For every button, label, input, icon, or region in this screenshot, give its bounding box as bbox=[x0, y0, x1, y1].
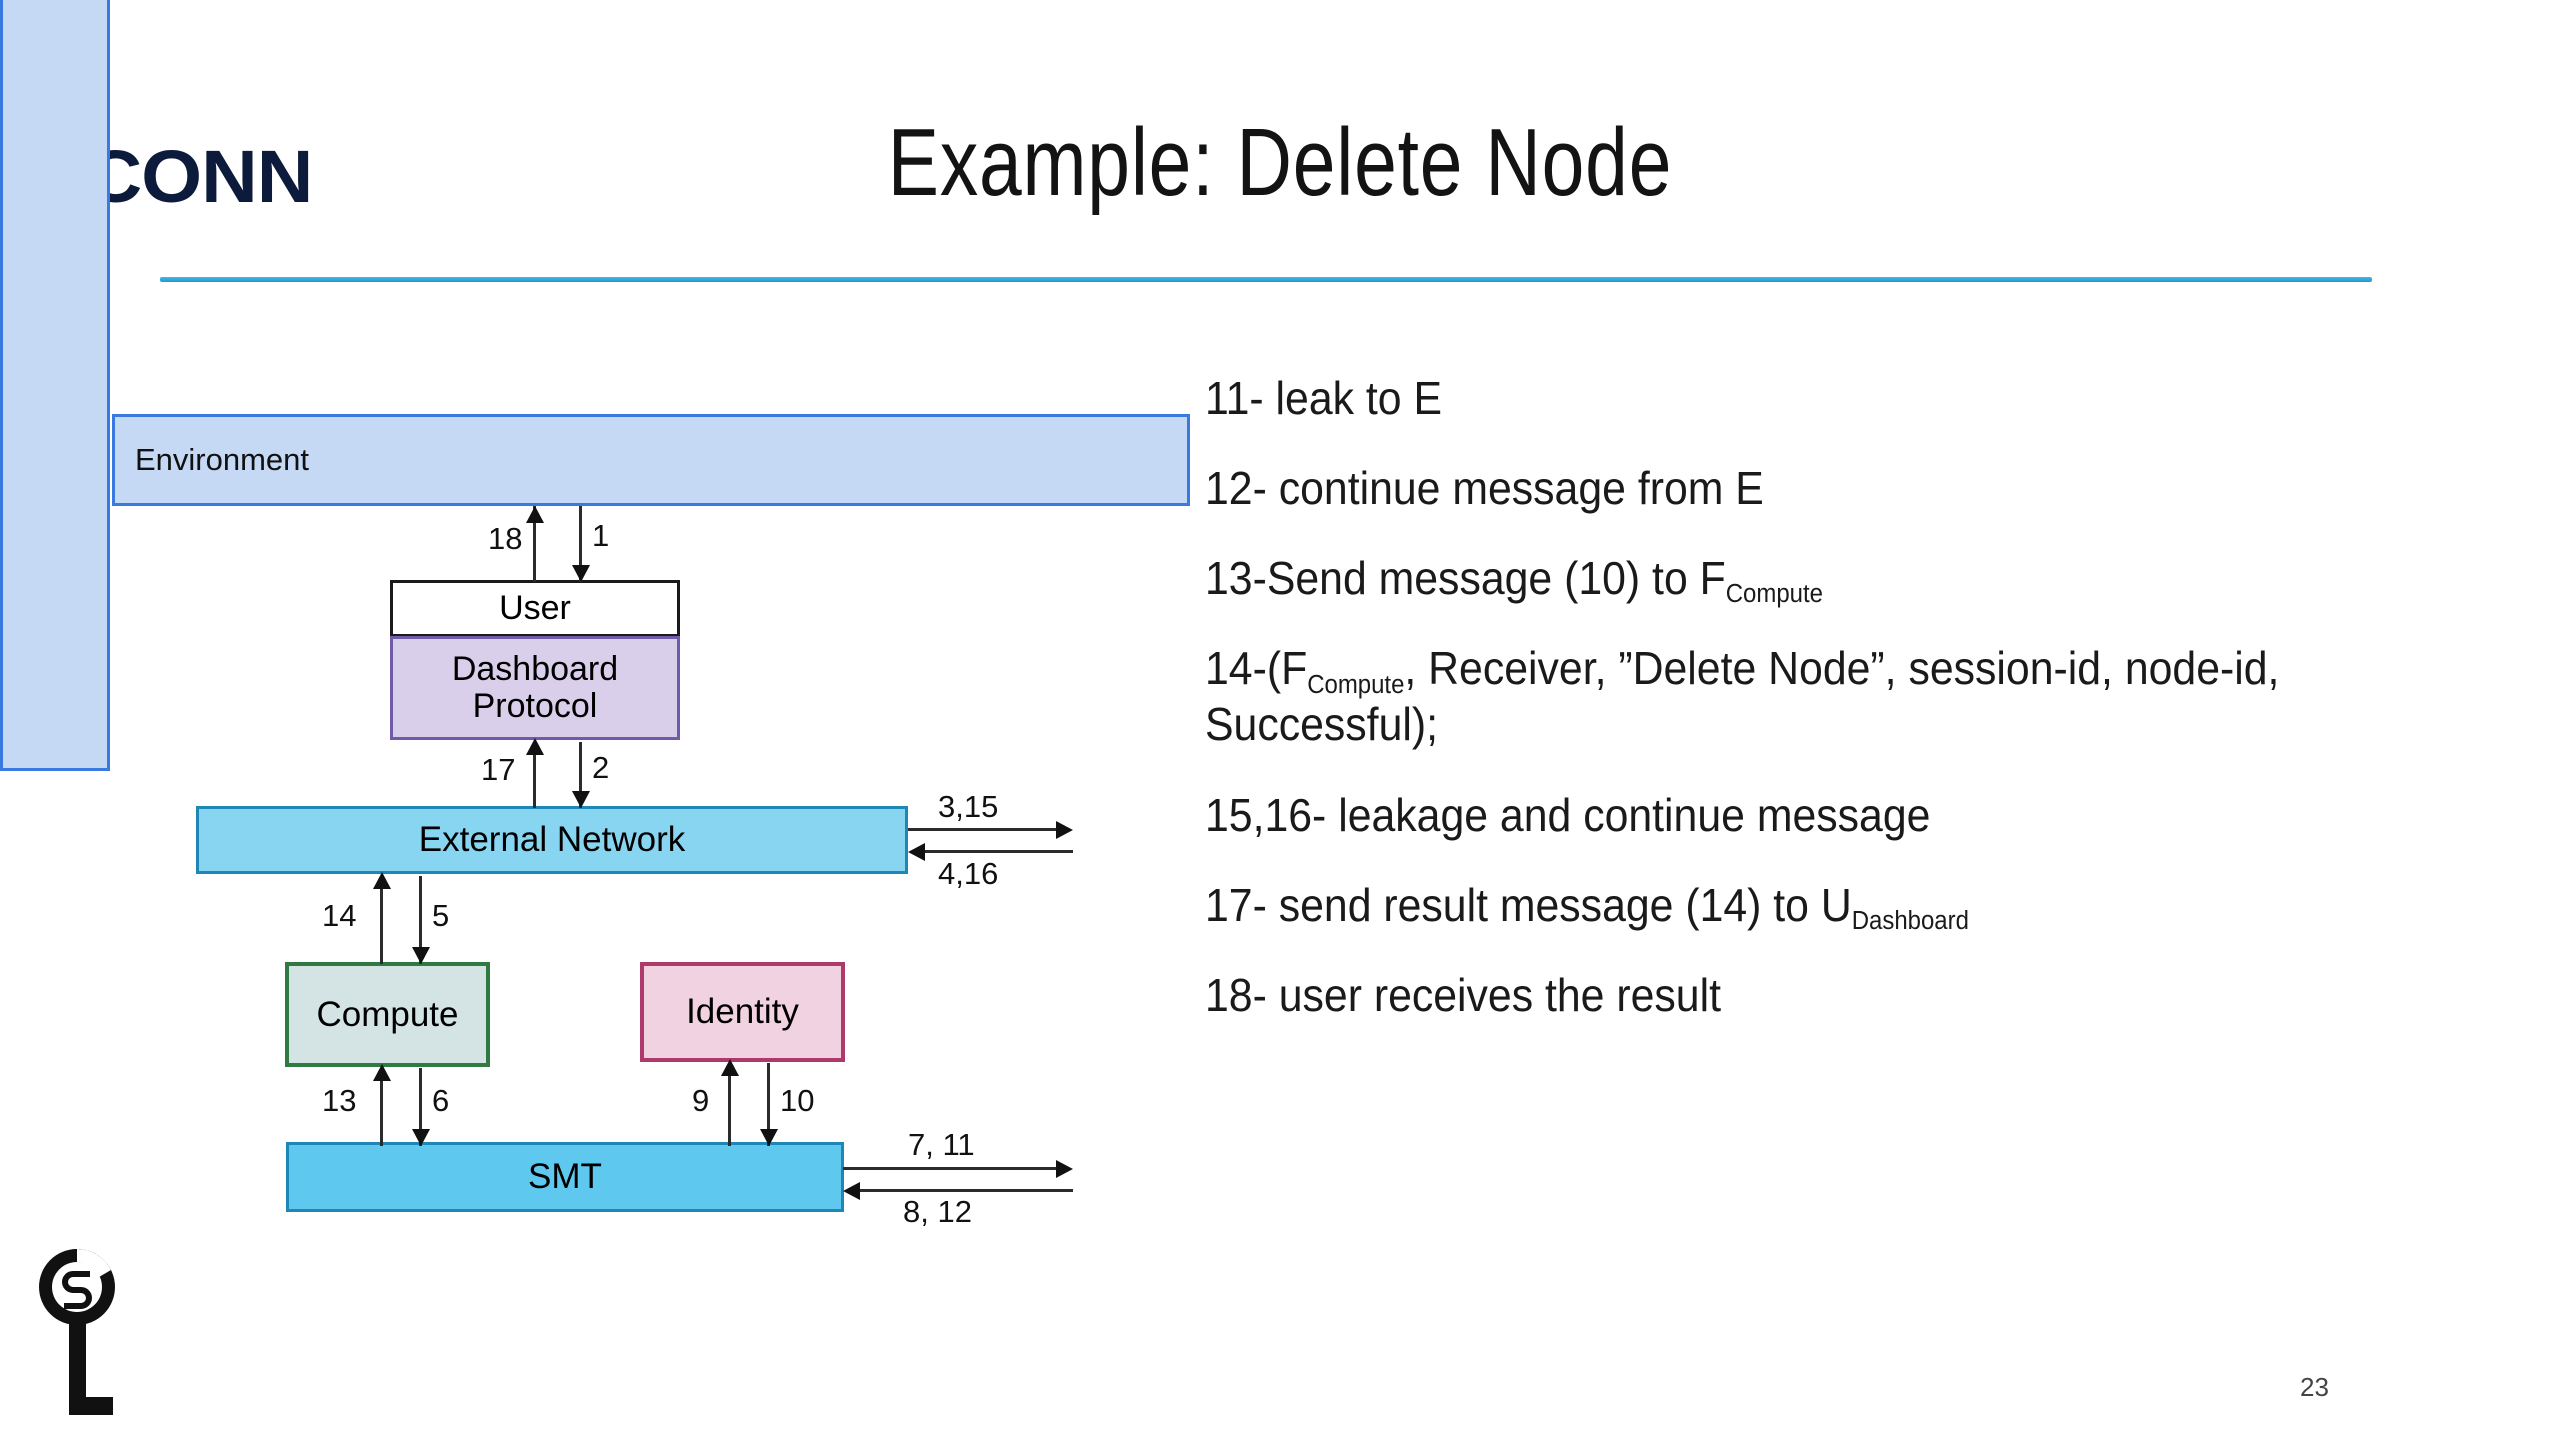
arrow-env-user-down-head bbox=[572, 565, 590, 582]
arrow-label-5: 5 bbox=[432, 898, 450, 933]
step-number: 17- bbox=[1205, 878, 1267, 931]
environment-box: Environment bbox=[112, 414, 1190, 506]
arrow-label-17: 17 bbox=[481, 752, 516, 787]
dashboard-protocol-label: Dashboard Protocol bbox=[451, 650, 619, 725]
arrow-net-compute-down-shaft bbox=[419, 876, 422, 964]
arrow-label-3-15: 3,15 bbox=[938, 789, 999, 824]
list-item: 12- continue message from E bbox=[1205, 460, 2349, 516]
arrow-identity-smt-up-shaft bbox=[728, 1063, 731, 1146]
title-divider bbox=[160, 277, 2372, 282]
step-list: 11- leak to E 12- continue message from … bbox=[1205, 370, 2435, 1057]
arrow-net-env-out-shaft bbox=[908, 828, 1063, 831]
arrow-identity-smt-up-head bbox=[721, 1059, 739, 1076]
step-text: user receives the result bbox=[1266, 968, 1721, 1021]
page-title: Example: Delete Node bbox=[887, 109, 1673, 216]
arrow-net-compute-up-shaft bbox=[380, 876, 383, 964]
list-item: 13-Send message (10) to FCompute bbox=[1205, 550, 2349, 609]
environment-label: Environment bbox=[135, 442, 310, 478]
arrow-label-10: 10 bbox=[780, 1083, 815, 1118]
step-text: leakage and continue message bbox=[1326, 788, 1931, 841]
step-text: Send message (10) to F bbox=[1266, 552, 1726, 605]
arrow-label-6: 6 bbox=[432, 1083, 450, 1118]
arrow-net-env-out-head bbox=[1056, 821, 1073, 839]
identity-label: Identity bbox=[686, 992, 799, 1032]
arrow-compute-smt-up-shaft bbox=[380, 1068, 383, 1146]
arrow-label-13: 13 bbox=[322, 1083, 357, 1118]
list-item: 15,16- leakage and continue message bbox=[1205, 787, 2349, 843]
compute-box: Compute bbox=[285, 962, 490, 1067]
arrow-label-2: 2 bbox=[592, 750, 610, 785]
smt-label: SMT bbox=[528, 1157, 602, 1197]
external-network-box: External Network bbox=[196, 806, 908, 874]
arrow-env-user-up-head bbox=[526, 506, 544, 523]
arrow-label-14: 14 bbox=[322, 898, 357, 933]
arrow-compute-smt-down-shaft bbox=[419, 1068, 422, 1146]
step-subscript: Dashboard bbox=[1851, 906, 1969, 935]
step-number: 14- bbox=[1205, 642, 1267, 695]
step-number: 15,16- bbox=[1205, 788, 1327, 841]
arrow-compute-smt-down-head bbox=[412, 1129, 430, 1146]
arrow-label-18: 18 bbox=[488, 521, 523, 556]
arrow-label-1: 1 bbox=[592, 518, 610, 553]
page-number: 23 bbox=[2300, 1372, 2329, 1402]
arrow-env-user-down-shaft bbox=[579, 506, 582, 582]
step-number: 18- bbox=[1205, 968, 1267, 1021]
arrow-net-compute-down-head bbox=[412, 947, 430, 964]
list-item: 11- leak to E bbox=[1205, 370, 2349, 426]
compute-label: Compute bbox=[316, 994, 459, 1034]
arrow-smt-env-out-shaft bbox=[843, 1167, 1063, 1170]
arrow-identity-smt-down-shaft bbox=[767, 1063, 770, 1146]
external-network-label: External Network bbox=[418, 820, 686, 860]
csl-key-icon bbox=[39, 1249, 115, 1415]
arrow-smt-env-in-shaft bbox=[850, 1189, 1073, 1192]
step-text: leak to E bbox=[1263, 372, 1443, 424]
step-text: (F bbox=[1266, 642, 1308, 695]
step-subscript: Compute bbox=[1307, 670, 1405, 699]
environment-side-bar bbox=[0, 0, 110, 771]
arrow-label-8-12: 8, 12 bbox=[903, 1194, 972, 1229]
step-text-tail: , Receiver, ”Delete Node”, session-id, n… bbox=[1205, 642, 2280, 751]
list-item: 17- send result message (14) to UDashboa… bbox=[1205, 877, 2349, 935]
arrow-dash-net-down-head bbox=[572, 791, 590, 808]
arrow-net-env-in-head bbox=[908, 843, 925, 861]
arrow-dash-net-down-shaft bbox=[579, 742, 582, 808]
arrow-dash-net-up-head bbox=[526, 738, 544, 755]
arrow-compute-smt-up-head bbox=[373, 1064, 391, 1081]
smt-box: SMT bbox=[286, 1142, 844, 1212]
step-text: send result message (14) to U bbox=[1266, 878, 1852, 931]
identity-box: Identity bbox=[640, 962, 845, 1062]
step-number: 12- bbox=[1205, 462, 1267, 515]
arrow-label-9: 9 bbox=[692, 1083, 710, 1118]
user-box: User bbox=[390, 580, 680, 637]
arrow-env-user-up-shaft bbox=[533, 506, 536, 582]
arrow-dash-net-up-shaft bbox=[533, 742, 536, 808]
arrow-label-4-16: 4,16 bbox=[938, 856, 999, 891]
step-subscript: Compute bbox=[1725, 580, 1823, 609]
step-text: continue message from E bbox=[1266, 462, 1764, 515]
step-number: 11- bbox=[1205, 372, 1264, 424]
arrow-smt-env-in-head bbox=[843, 1182, 860, 1200]
list-item: 14-(FCompute, Receiver, ”Delete Node”, s… bbox=[1205, 640, 2349, 752]
arrow-smt-env-out-head bbox=[1056, 1160, 1073, 1178]
step-number: 13- bbox=[1205, 552, 1267, 605]
user-label: User bbox=[499, 589, 571, 628]
list-item: 18- user receives the result bbox=[1205, 967, 2349, 1023]
dashboard-protocol-box: Dashboard Protocol bbox=[390, 636, 680, 740]
architecture-diagram: Environment User Dashboard Protocol Exte… bbox=[0, 0, 1220, 1440]
arrow-label-7-11: 7, 11 bbox=[908, 1127, 975, 1162]
arrow-net-compute-up-head bbox=[373, 872, 391, 889]
arrow-identity-smt-down-head bbox=[760, 1129, 778, 1146]
arrow-net-env-in-shaft bbox=[915, 850, 1073, 853]
